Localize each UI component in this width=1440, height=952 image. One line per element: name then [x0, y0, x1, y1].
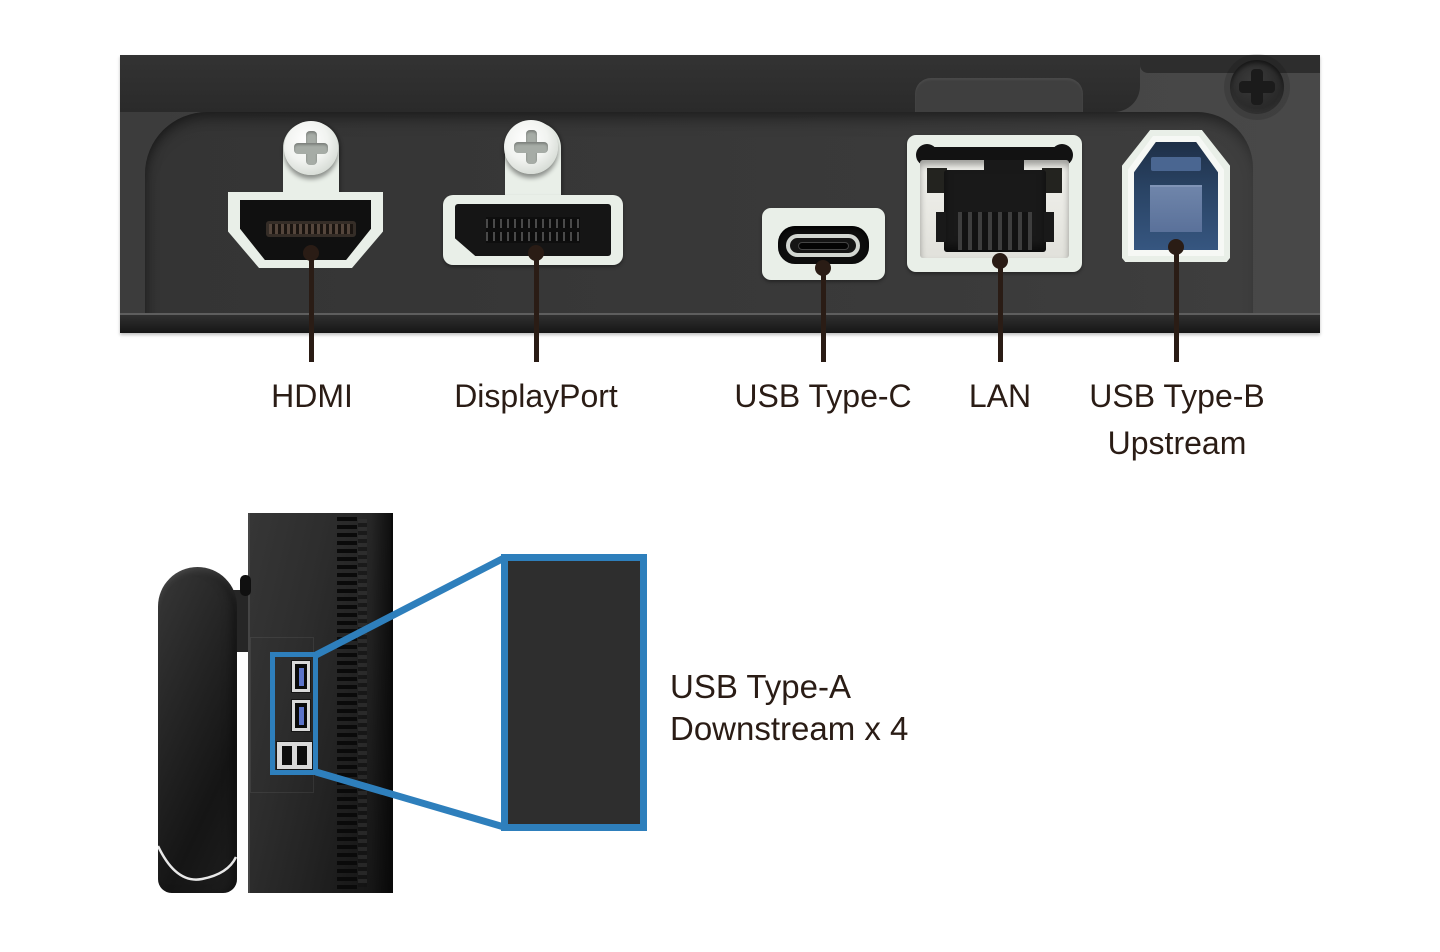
vent-slots [337, 517, 357, 889]
usb-b-tab [1151, 157, 1201, 171]
zoom-callout-frame [501, 554, 647, 831]
displayport-pins [486, 217, 580, 243]
usb-a-port-small-2 [292, 700, 310, 731]
port-label-hdmi: HDMI [271, 378, 353, 414]
rear-panel-mount-tab [915, 78, 1083, 112]
usb-a-port-small-1 [292, 661, 310, 692]
lan-led-window [927, 168, 947, 193]
rear-panel-bottom-edge [120, 313, 1320, 333]
leader-line-lan [998, 261, 1003, 362]
side-button [240, 575, 251, 596]
lan-pin-teeth [958, 212, 1032, 250]
hdmi-pin-slot [266, 221, 356, 237]
screw-icon [504, 120, 558, 174]
leader-line-hdmi [309, 253, 314, 362]
port-label-lan: LAN [968, 378, 1032, 414]
usb-a-label-line1: USB Type-A [670, 668, 851, 705]
port-label-usb-b-line1: USB Type-B [1089, 378, 1265, 414]
zoom-source-frame [270, 652, 318, 775]
lan-side-tab [936, 212, 946, 242]
usb-a-label-line2: Downstream x 4 [670, 710, 909, 747]
rear-panel-top-strip-right [1140, 55, 1320, 73]
port-label-displayport: DisplayPort [454, 378, 618, 414]
lan-led-window [1042, 168, 1062, 193]
lan-port-lip [919, 147, 1070, 161]
usb-c-tongue [798, 242, 849, 250]
port-label-usb-b-line2: Upstream [1107, 425, 1247, 461]
port-label-usb-c: USB Type-C [734, 378, 912, 414]
monitor-stand [158, 567, 237, 893]
lan-side-tab [1044, 212, 1054, 242]
usb-b-center-block [1150, 185, 1202, 232]
leader-line-usb-c [821, 268, 826, 362]
side-panel-shadow-band [371, 513, 391, 893]
screw-icon [284, 121, 338, 175]
usb-a-dual-port-small [277, 742, 312, 769]
panel-screw-icon [1230, 60, 1284, 114]
vent-slots-outline [358, 519, 367, 887]
leader-line-usb-b [1174, 247, 1179, 362]
port-label-usb-b: USB Type-B Upstream [1077, 378, 1277, 462]
usb-a-downstream-label: USB Type-A Downstream x 4 [670, 666, 908, 750]
leader-line-displayport [534, 253, 539, 362]
